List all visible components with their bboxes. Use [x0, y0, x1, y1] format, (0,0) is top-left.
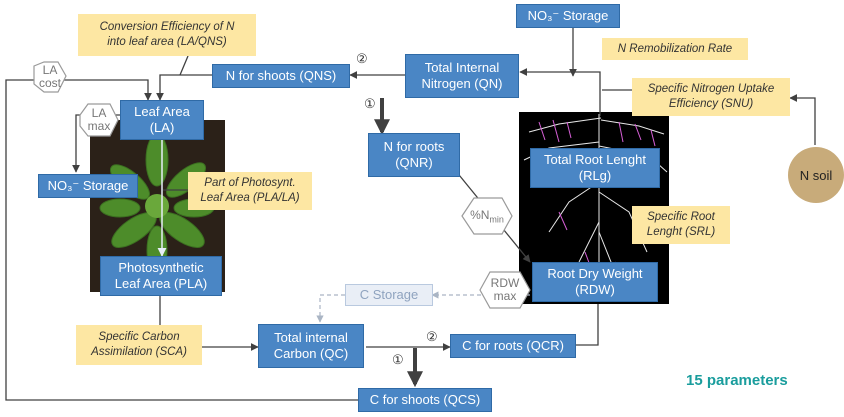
total-internal-n-line1: Total Internal: [424, 60, 500, 75]
snu-note: Specific Nitrogen Uptake Efficiency (SNU…: [632, 78, 790, 116]
n-for-roots-line2: (QNR): [395, 155, 433, 170]
snu-line2: Efficiency (SNU): [668, 98, 754, 110]
leaf-area-line2: (LA): [149, 120, 175, 135]
rdw-max-line2: max: [493, 289, 517, 303]
leaf-area-line1: Leaf Area: [134, 104, 190, 119]
total-internal-n-line2: Nitrogen (QN): [421, 76, 503, 91]
rdw-max-line1: RDW: [490, 276, 520, 290]
marker-1-c-shoots: ①: [392, 352, 404, 368]
hex-rdw-max: [479, 271, 531, 309]
pct-n-min-text: %N: [470, 208, 490, 222]
total-root-length-line2: (RLg): [578, 168, 612, 183]
root-dry-weight-line1: Root Dry Weight: [547, 266, 643, 281]
la-cost-line2: cost: [38, 76, 61, 90]
c-for-shoots-label: C for shoots (QCS): [369, 392, 481, 407]
marker-2-shoots: ②: [356, 51, 368, 67]
marker-2-c-roots: ②: [426, 329, 438, 345]
snu-line1: Specific Nitrogen Uptake: [647, 83, 775, 95]
root-dry-weight-box: Root Dry Weight (RDW): [532, 262, 658, 302]
total-internal-c-line2: Carbon (QC): [273, 346, 349, 361]
hex-pct-n-min: [461, 197, 513, 235]
no3-storage-left-label: NO₃⁻ Storage: [47, 178, 129, 193]
n-remobilization-note: N Remobilization Rate: [602, 38, 748, 60]
la-max-line1: LA: [91, 106, 107, 120]
pla-line2: Leaf Area (PLA/LA): [200, 192, 300, 204]
conversion-line2: into leaf area (LA/QNS): [107, 36, 227, 48]
rdw-max-label: RDW max: [480, 277, 530, 303]
parameter-count: 15 parameters: [686, 372, 788, 389]
n-soil-circle: N soil: [788, 147, 844, 203]
la-cost-label: LA cost: [34, 64, 66, 90]
marker-2-shoots-text: ②: [356, 51, 368, 66]
conversion-line1: Conversion Efficiency of N: [99, 21, 235, 33]
marker-1-roots-text: ①: [364, 96, 376, 111]
n-for-shoots-label: N for shoots (QNS): [225, 68, 337, 83]
sca-line1: Specific Carbon: [98, 331, 180, 343]
la-max-label: LA max: [80, 107, 118, 133]
total-internal-c-line1: Total internal: [274, 330, 348, 345]
n-remobilization-label: N Remobilization Rate: [617, 42, 733, 55]
n-for-roots-box: N for roots (QNR): [368, 133, 460, 177]
srl-line1: Specific Root: [647, 211, 715, 223]
pct-n-min-subscript: min: [489, 214, 504, 225]
c-for-roots-box: C for roots (QCR): [450, 334, 576, 358]
photosynthetic-leaf-area-box: Photosynthetic Leaf Area (PLA): [100, 256, 222, 296]
sca-note: Specific Carbon Assimilation (SCA): [76, 325, 202, 365]
c-for-roots-label: C for roots (QCR): [462, 338, 564, 353]
pla-fraction-note: Part of Photosynt. Leaf Area (PLA/LA): [188, 172, 312, 210]
n-for-shoots-box: N for shoots (QNS): [212, 64, 350, 88]
hex-la-cost: [33, 61, 67, 93]
total-root-length-line1: Total Root Lenght: [544, 152, 646, 167]
parameter-count-label: 15 parameters: [686, 372, 788, 389]
marker-1-roots: ①: [364, 96, 376, 112]
total-root-length-box: Total Root Lenght (RLg): [530, 148, 660, 188]
sca-line2: Assimilation (SCA): [91, 346, 187, 358]
srl-line2: Lenght (SRL): [646, 226, 716, 238]
photosynthetic-line2: Leaf Area (PLA): [114, 276, 208, 291]
n-for-roots-line1: N for roots: [383, 139, 445, 154]
la-cost-line1: LA: [42, 63, 58, 77]
c-storage-box: C Storage: [345, 284, 433, 306]
no3-storage-left-box: NO₃⁻ Storage: [38, 174, 138, 198]
root-dry-weight-line2: (RDW): [575, 282, 615, 297]
total-internal-nitrogen-box: Total Internal Nitrogen (QN): [405, 54, 519, 98]
pct-n-min-label: %Nmin: [462, 209, 512, 226]
srl-note: Specific Root Lenght (SRL): [632, 206, 730, 244]
la-max-line2: max: [87, 119, 111, 133]
conversion-efficiency-note: Conversion Efficiency of N into leaf are…: [78, 14, 256, 56]
total-internal-carbon-box: Total internal Carbon (QC): [258, 324, 364, 368]
marker-1-c-shoots-text: ①: [392, 352, 404, 367]
marker-2-c-roots-text: ②: [426, 329, 438, 344]
n-soil-label: N soil: [799, 167, 833, 183]
hex-la-max: [79, 103, 119, 137]
no3-storage-top-box: NO₃⁻ Storage: [516, 4, 620, 28]
pla-line1: Part of Photosynt.: [204, 177, 296, 189]
c-for-shoots-box: C for shoots (QCS): [358, 388, 492, 412]
no3-storage-top-label: NO₃⁻ Storage: [527, 8, 609, 23]
c-storage-label: C Storage: [359, 287, 419, 302]
leaf-area-box: Leaf Area (LA): [120, 100, 204, 140]
photosynthetic-line1: Photosynthetic: [118, 260, 204, 275]
